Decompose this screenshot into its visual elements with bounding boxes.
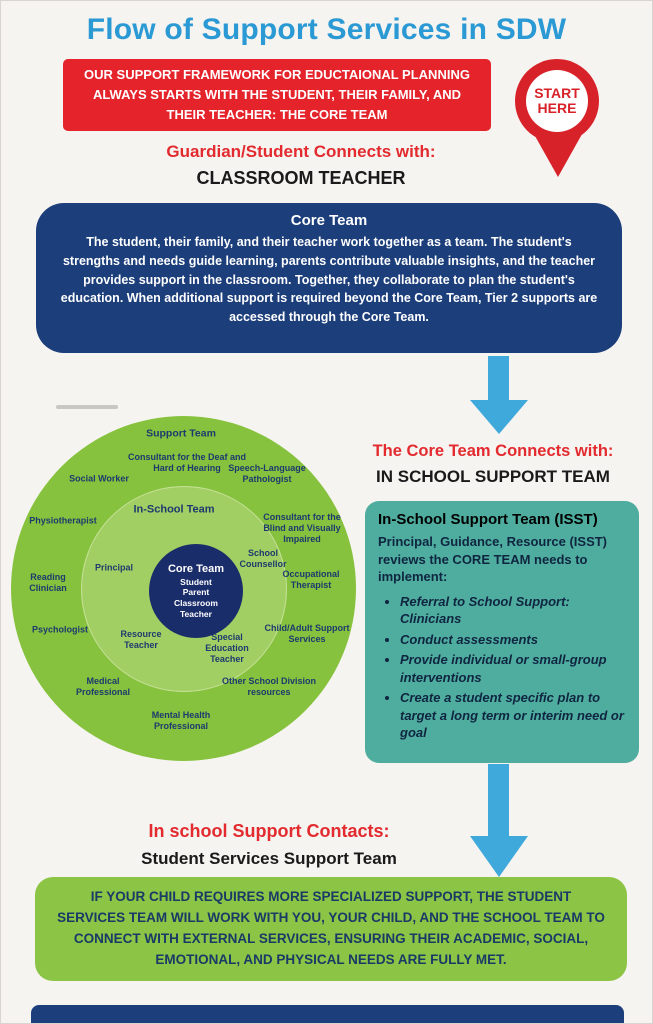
isst-bullet-student-plan: Create a student specific plan to target… bbox=[400, 689, 626, 742]
down-arrow-icon-2 bbox=[488, 764, 509, 838]
step3-connect-target: Student Services Support Team bbox=[141, 849, 397, 868]
page-title: Flow of Support Services in SDW bbox=[86, 13, 567, 46]
outer-ring-label: Support Team bbox=[146, 427, 216, 440]
circle-label-other-division-resources: Other School Division resources bbox=[221, 676, 316, 697]
step1-connect-heading: Guardian/Student Connects with: bbox=[166, 142, 436, 161]
isst-bullet-referral: Referral to School Support: Clinicians bbox=[400, 593, 626, 628]
step2-connect-heading: The Core Team Connects with: bbox=[372, 442, 614, 460]
support-team-circle-diagram: Support Team Consultant for the Deaf and… bbox=[11, 416, 356, 761]
isst-card-intro: Principal, Guidance, Resource (ISST) rev… bbox=[378, 534, 608, 585]
circle-label-occupational-therapist: Occupational Therapist bbox=[282, 569, 340, 590]
middle-ring-label: In-School Team bbox=[133, 503, 215, 516]
circle-label-psychologist: Psychologist bbox=[31, 624, 88, 635]
intro-banner: OUR SUPPORT FRAMEWORK FOR EDUCTAIONAL PL… bbox=[63, 59, 491, 131]
map-pin-icon: START HERE bbox=[515, 59, 601, 177]
isst-card: In-School Support Team (ISST) Principal,… bbox=[365, 501, 639, 763]
core-team-card-title: Core Team bbox=[290, 212, 368, 229]
core-circle-line-parent: Parent bbox=[182, 587, 210, 598]
step3-connect-heading: In school Support Contacts: bbox=[148, 821, 390, 841]
down-arrow-icon-1 bbox=[488, 356, 509, 402]
circle-label-school-counsellor: School Counsellor bbox=[239, 548, 287, 569]
core-circle-line-student: Student bbox=[180, 576, 212, 587]
circle-label-reading-clinician: Reading Clinician bbox=[29, 572, 67, 593]
pin-circle: START HERE bbox=[515, 59, 599, 143]
step2-connect-target: IN SCHOOL SUPPORT TEAM bbox=[376, 467, 610, 486]
circle-label-social-worker: Social Worker bbox=[69, 473, 129, 484]
start-here-label: START HERE bbox=[526, 70, 588, 132]
step1-connect-target: CLASSROOM TEACHER bbox=[196, 168, 406, 188]
circle-label-speech-language: Speech-Language Pathologist bbox=[228, 463, 306, 484]
core-team-card-body: The student, their family, and their tea… bbox=[60, 235, 598, 324]
core-team-center-circle: Core Team Student Parent Classroom Teach… bbox=[149, 544, 243, 638]
isst-card-title: In-School Support Team (ISST) bbox=[378, 511, 598, 528]
down-arrow-head-icon-2 bbox=[470, 836, 528, 877]
isst-bullet-list: Referral to School Support: Clinicians C… bbox=[400, 593, 626, 742]
core-circle-title: Core Team bbox=[167, 562, 225, 575]
circle-label-physiotherapist: Physiotherapist bbox=[29, 515, 97, 526]
footer-bar bbox=[31, 1005, 624, 1023]
circle-label-mental-health: Mental Health Professional bbox=[151, 710, 211, 731]
student-services-card-body: IF YOUR CHILD REQUIRES MORE SPECIALIZED … bbox=[57, 889, 605, 967]
circle-label-resource-teacher: Resource Teacher bbox=[120, 629, 162, 650]
student-services-card: IF YOUR CHILD REQUIRES MORE SPECIALIZED … bbox=[35, 877, 627, 981]
circle-label-consultant-blind: Consultant for the Blind and Visually Im… bbox=[263, 511, 341, 544]
down-arrow-head-icon-1 bbox=[470, 400, 528, 434]
circle-label-child-adult-support: Child/Adult Support Services bbox=[264, 623, 350, 644]
isst-bullet-assessments: Conduct assessments bbox=[400, 631, 626, 649]
core-circle-line-classroom-teacher: Classroom Teacher bbox=[174, 598, 218, 619]
circle-label-consultant-deaf: Consultant for the Deaf and Hard of Hear… bbox=[127, 452, 246, 473]
core-team-card: Core Team The student, their family, and… bbox=[36, 203, 622, 353]
circle-label-principal: Principal bbox=[94, 562, 133, 573]
scrollbar-artifact bbox=[56, 405, 118, 409]
isst-bullet-interventions: Provide individual or small-group interv… bbox=[400, 651, 626, 686]
circle-label-medical-professional: Medical Professional bbox=[75, 676, 131, 697]
circle-label-special-education-teacher: Special Education Teacher bbox=[205, 631, 249, 664]
